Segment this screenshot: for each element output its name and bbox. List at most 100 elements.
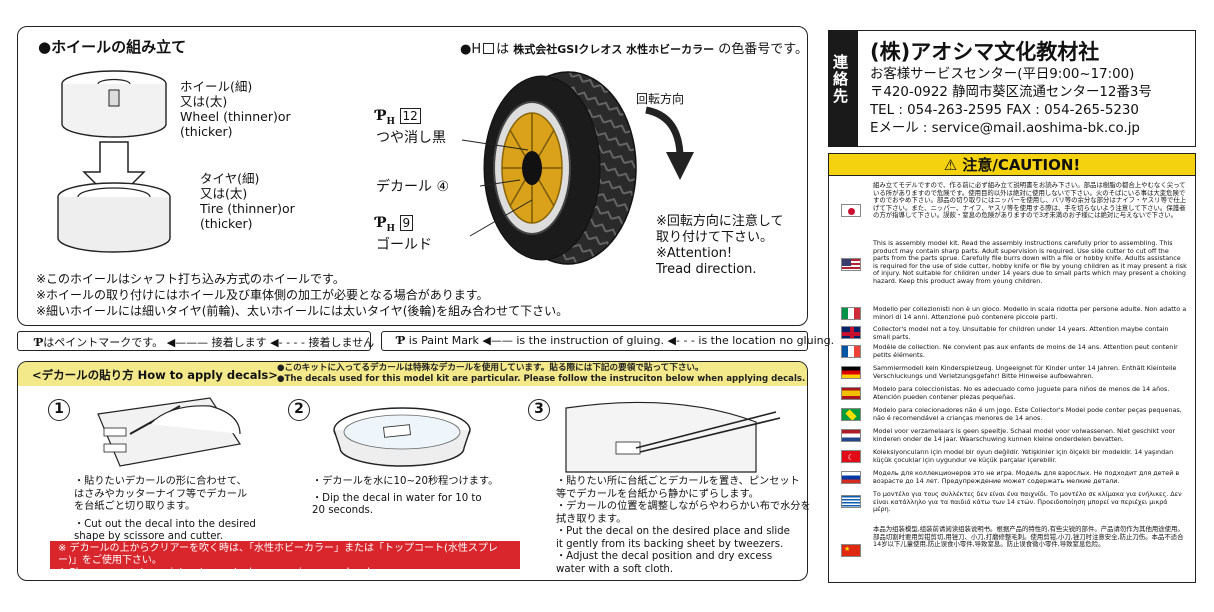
address: 〒420-0922 静岡市葵区流通センター12番3号	[870, 85, 1152, 100]
caution-text: Το μοντέλο για τους συλλέκτες δεν είναι …	[873, 490, 1182, 514]
legend-jp-noglue: 接着しません	[308, 336, 375, 349]
paint-note-suffix: の色番号です。	[718, 42, 808, 57]
legend-jp-box	[17, 331, 371, 351]
color2-name: ゴールド	[376, 236, 432, 253]
flag-spain-icon	[841, 387, 861, 400]
caution-text: Modelo para colecionadores não é um jogo…	[873, 406, 1182, 422]
decal-warning-jp: ※ デカールの上からクリアーを吹く時は、「水性ホビーカラー」または「トップコート…	[58, 543, 498, 566]
wheel-note-2: ※ホイールの取り付けにはホイール及び車体側の加工が必要となる場合があります。	[36, 288, 489, 302]
step3-line: 拭き取ります。	[556, 513, 627, 525]
tel-fax: TEL : 054-263-2595 FAX : 054-265-5230	[870, 103, 1139, 118]
dashed-arrow-icon: ◀- - -	[667, 334, 695, 347]
paint-mark-icon: ƤH	[376, 215, 396, 234]
caution-text: Sammlermodell kein Kinderspielzeug. Unge…	[873, 364, 1177, 380]
tire-label-jp1: タイヤ(細)	[200, 171, 260, 186]
step3-line: 等でデカールを台紙から静かにずらします。	[556, 488, 759, 500]
flag-france-icon	[841, 345, 861, 358]
step3-line: ・デカールの位置を調整しながらやわらかい布で水分を	[556, 501, 811, 512]
paint-mark-icon: Ƥ	[397, 334, 406, 347]
legend-en-glue: is the instruction of gluing.	[516, 334, 665, 347]
caution-row-greece: Το μοντέλο για τους συλλέκτες δεν είναι …	[829, 490, 1195, 514]
wheel-assembly-heading: ●ホイールの組み立て	[38, 38, 187, 56]
tread-note-en1: ※Attention!	[656, 246, 733, 261]
decal-heading: <デカールの貼り方 How to apply decals>	[32, 368, 278, 382]
wheel-notes: ※このホイールはシャフト打ち込み方式のホイールです。 ※ホイールの取り付けにはホ…	[36, 271, 568, 319]
step2-line: ・Dip the decal in water for 10 to	[312, 492, 482, 504]
solid-arrow-icon: ◀———	[166, 336, 209, 349]
caution-row-china: ★ 本品为组装模型,组装前请阅读组装说明书。根据产品的特性的,有些尖锐的部件。产…	[829, 525, 1195, 578]
color2-code: 9	[399, 215, 414, 231]
caution-panel: ⚠ 注意/CAUTION! 組み立てモデルですので、作る前に必ず組み立て説明書を…	[828, 153, 1196, 583]
decal-step-2-number: 2	[288, 398, 310, 421]
callout-color1: ƤH 12 つや消し黒	[376, 108, 446, 147]
decal-warning-box: ※ デカールの上からクリアーを吹く時は、「水性ホビーカラー」または「トップコート…	[50, 541, 520, 578]
legend-en-noglue: is the location no gluing.	[698, 334, 835, 347]
step3-line: water with a soft cloth.	[556, 563, 674, 575]
legend-jp-glue: 接着します	[211, 336, 267, 349]
tire-label-en1: Tire (thinner)or	[200, 201, 295, 216]
caution-text: This is assembly model kit. Read the ass…	[873, 239, 1187, 285]
rotation-direction-label: 回転方向	[636, 92, 685, 106]
wheel-tire-exploded-drawing	[57, 70, 171, 253]
paint-note-prefix: ●H	[460, 42, 482, 57]
paint-note-mid: は	[496, 42, 510, 57]
tread-note-jp2: 取り付けて下さい。	[656, 230, 774, 245]
caution-row-netherlands: Model voor verzamelaars is geen speeltje…	[829, 427, 1195, 444]
tire-illustration	[483, 71, 637, 265]
flag-germany-icon	[841, 366, 861, 379]
legend-jp-paint: はペイントマークです。	[43, 336, 164, 349]
email: Eメール : service@mail.aoshima-bk.co.jp	[870, 121, 1140, 136]
callout-decal: デカール ④	[376, 179, 450, 195]
solid-arrow-icon: ◀——	[482, 334, 513, 347]
caution-row-turkey: ☾ Koleksiyoncuların için model bir oyun …	[829, 448, 1195, 465]
step3-line: ・Put the decal on the desired place and …	[556, 526, 790, 537]
flag-greece-icon	[841, 495, 861, 508]
legend-bar: Ƥはペイントマークです。 ◀——— 接着します ◀- - - - 接着しません …	[17, 331, 834, 351]
tire-label: タイヤ(細) 又は(太) Tire (thinner)or (thicker)	[200, 171, 295, 231]
step3-line: ・貼りたい所に台紙ごとデカールを置き、ピンセット	[556, 476, 800, 487]
wheel-label: ホイール(細) 又は(太) Wheel (thinner)or (thicker…	[180, 79, 291, 139]
tread-direction-note: ※回転方向に注意して 取り付けて下さい。 ※Attention! Tread d…	[656, 214, 784, 278]
caution-text: Modèle de collection. Ne convient pas au…	[873, 343, 1178, 359]
caution-title: ⚠ 注意/CAUTION!	[829, 154, 1195, 176]
tire-label-en2: (thicker)	[200, 216, 253, 231]
wheel-label-jp2: 又は(太)	[180, 94, 228, 109]
caution-text: 組み立てモデルですので、作る前に必ず組み立て説明書をお読み下さい。部品は樹脂の都…	[873, 181, 1187, 220]
decal-step-3-text: ・貼りたい所に台紙ごとデカールを置き、ピンセット 等でデカールを台紙から静かにず…	[556, 476, 811, 576]
callout-leader-lines	[461, 139, 533, 237]
contact-tab-label: 連絡先	[831, 54, 849, 105]
water-dish-illustration	[333, 407, 471, 467]
tread-note-jp1: ※回転方向に注意して	[656, 214, 784, 229]
decal-note: ●このキットに入ってるデカールは特殊なデカールを使用しています。貼る際には下記の…	[277, 363, 805, 384]
caution-text: Modello per collezionisti non è un gioco…	[873, 305, 1187, 321]
flag-russia-icon	[841, 471, 861, 484]
decal-note-en: ●The decals used for this model kit are …	[277, 373, 806, 384]
flag-japan-icon	[841, 204, 861, 217]
decal-step-1-number: 1	[48, 398, 70, 421]
step2-line: 20 seconds.	[312, 505, 374, 516]
paint-mark-icon: ƤH	[376, 108, 396, 127]
legend-en: Ƥ is Paint Mark ◀—— is the instruction o…	[397, 334, 834, 347]
flag-turkey-icon: ☾	[841, 450, 861, 463]
legend-jp: Ƥはペイントマークです。 ◀——— 接着します ◀- - - - 接着しません	[35, 334, 374, 350]
step1-line: ・貼りたいデカールの形に合わせて、	[74, 476, 247, 487]
cutting-decal-illustration	[97, 397, 241, 467]
caution-row-usa: This is assembly model kit. Read the ass…	[829, 239, 1195, 292]
decal-warning-en: ※ Please use water paint or topcoat when…	[58, 567, 379, 578]
wheel-label-en1: Wheel (thinner)or	[180, 109, 291, 124]
caution-text: Модель для коллекционеров это не игра. М…	[873, 469, 1180, 485]
caution-row-spain: Modelo para coleccionistas. No es adecua…	[829, 385, 1195, 402]
wheel-note-3: ※細いホイールには細いタイヤ(前輪)、太いホイールには太いタイヤ(後輪)を組み合…	[36, 304, 569, 318]
caution-row-italy: Modello per collezionisti non è un gioco…	[829, 305, 1195, 322]
tread-note-en2: Tread direction.	[656, 262, 757, 277]
decal-instructions-panel	[17, 361, 808, 581]
contact-tab: 連絡先	[828, 30, 858, 147]
caution-text: 本品为组装模型,组装前请阅读组装说明书。根据产品的特性的,有些尖锐的部件。产品请…	[873, 525, 1184, 549]
caution-row-japan: 組み立てモデルですので、作る前に必ず組み立て説明書をお読み下さい。部品は樹脂の都…	[829, 181, 1195, 238]
paint-code-box-icon	[483, 43, 495, 54]
rotation-arrow-icon	[645, 106, 694, 180]
caution-row-brazil: Modelo para colecionadores não é um jogo…	[829, 406, 1195, 423]
caution-row-russia: Модель для коллекционеров это не игра. М…	[829, 469, 1195, 486]
wheel-label-en2: (thicker)	[180, 124, 233, 139]
